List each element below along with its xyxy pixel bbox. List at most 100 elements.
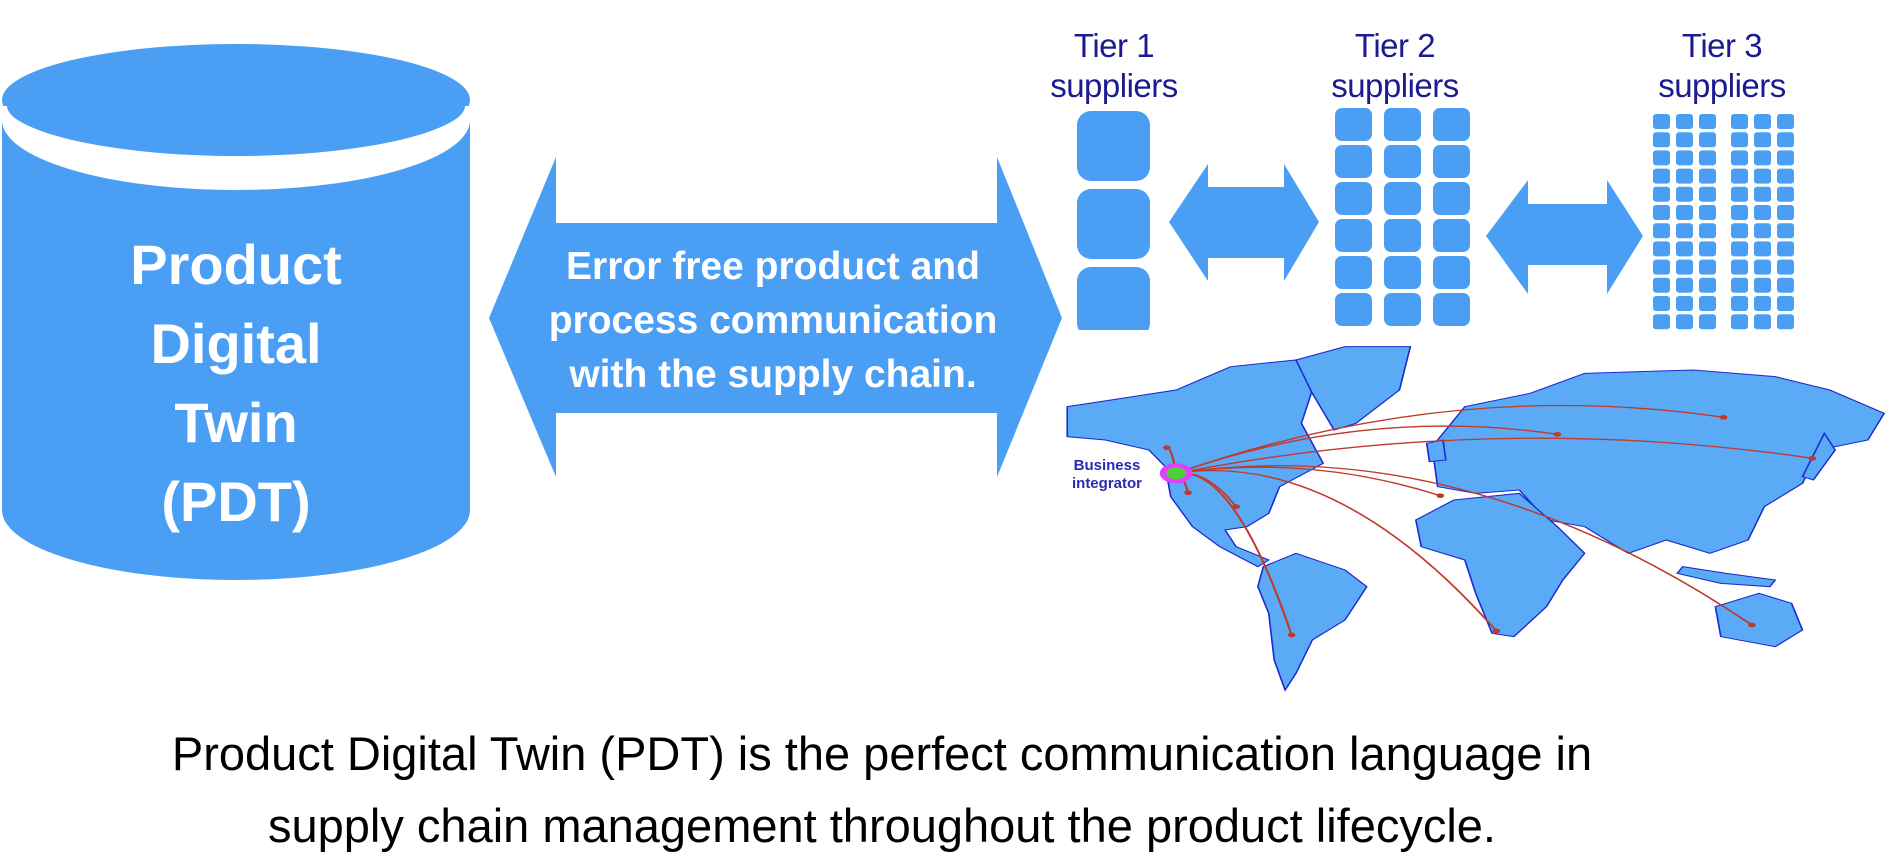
tier-3-supplier-block <box>1699 150 1716 166</box>
integrator-line: Business <box>1073 457 1141 474</box>
australia <box>1714 592 1804 648</box>
pdt-line: Digital <box>150 312 322 375</box>
supply-route <box>1175 465 1753 626</box>
tier-3-supplier-block <box>1777 132 1794 148</box>
tier-2-blocks <box>1335 108 1470 326</box>
uk <box>1425 439 1447 463</box>
tier-3-supplier-block <box>1653 277 1670 293</box>
tier-3-supplier-block <box>1731 168 1748 184</box>
tier-3-supplier-block <box>1731 277 1748 293</box>
tier-2-supplier-block <box>1433 219 1470 252</box>
tier-3-supplier-block <box>1754 296 1771 311</box>
tier-3-supplier-block <box>1777 205 1794 220</box>
tier-subtitle: suppliers <box>1658 67 1786 104</box>
double-arrow-icon <box>489 157 1062 477</box>
tier-2-supplier-block <box>1335 108 1372 141</box>
integrator-line: integrator <box>1071 475 1142 492</box>
tier-3-supplier-block <box>1699 277 1716 293</box>
tier-3-supplier-block <box>1754 205 1771 220</box>
tier-3-supplier-block <box>1699 114 1716 129</box>
tier-3-supplier-block <box>1731 223 1748 239</box>
tier-3-supplier-block <box>1777 241 1794 257</box>
tier-3-supplier-block <box>1653 168 1670 184</box>
tier-2-supplier-block <box>1384 293 1421 326</box>
tier-3-supplier-block <box>1653 223 1670 239</box>
arrow-line: process communication <box>548 299 998 342</box>
tier-3-supplier-block <box>1777 186 1794 202</box>
tier-2-label: Tier 2 suppliers <box>1295 26 1495 106</box>
tier-3-supplier-block <box>1653 314 1670 330</box>
tier-3-supplier-block <box>1676 205 1693 220</box>
pdt-line: Product <box>130 233 342 296</box>
tier-3-supplier-block <box>1754 132 1771 148</box>
tier-1-supplier-block <box>1077 267 1150 330</box>
greenland <box>1294 346 1412 431</box>
tier-3-supplier-block <box>1676 168 1693 184</box>
tier-title: Tier 1 <box>1073 27 1155 64</box>
tier-3-supplier-block <box>1731 114 1748 129</box>
supply-route <box>1175 425 1558 474</box>
indonesia <box>1676 566 1777 588</box>
tier-arrow-1 <box>1169 164 1319 281</box>
tier-3-supplier-block <box>1731 259 1748 275</box>
tier-3-blocks <box>1653 114 1794 330</box>
supply-route <box>1175 437 1813 474</box>
tier-3-supplier-block <box>1754 314 1771 330</box>
tier-3-supplier-block <box>1699 186 1716 202</box>
tier-3-supplier-block <box>1676 223 1693 239</box>
supply-routes <box>1166 404 1813 636</box>
supplier-location-dot <box>1436 493 1445 498</box>
tier-3-supplier-block <box>1731 241 1748 257</box>
arrow-text: Error free product and process communica… <box>540 240 1006 402</box>
supplier-location-dot <box>1232 504 1240 509</box>
tier-3-supplier-block <box>1754 223 1771 239</box>
tier-2-supplier-block <box>1433 145 1470 178</box>
caption-line: supply chain management throughout the p… <box>268 799 1496 852</box>
tier-3-supplier-block <box>1676 259 1693 275</box>
supply-route <box>1175 470 1498 632</box>
tier-2-supplier-block <box>1433 256 1470 289</box>
tier-3-supplier-block <box>1699 314 1716 330</box>
tier-3-supplier-block <box>1754 186 1771 202</box>
tier-title: Tier 3 <box>1681 27 1763 64</box>
arrow-line: with the supply chain. <box>569 353 977 396</box>
tier-3-supplier-block <box>1676 314 1693 330</box>
tier-subtitle: suppliers <box>1050 67 1178 104</box>
tier-3-supplier-block <box>1777 168 1794 184</box>
tier-3-supplier-block <box>1653 205 1670 220</box>
supply-route <box>1175 404 1724 474</box>
supplier-location-dot <box>1287 632 1296 638</box>
supplier-locations <box>1163 415 1817 638</box>
supplier-tiers-graphic <box>1077 108 1794 330</box>
tier-3-supplier-block <box>1754 168 1771 184</box>
tier-2-supplier-block <box>1433 108 1470 141</box>
cylinder-database-icon <box>0 44 475 580</box>
tier-2-supplier-block <box>1384 219 1421 252</box>
supplier-location-dot <box>1748 622 1756 628</box>
tier-1-supplier-block <box>1077 189 1150 259</box>
supplier-location-dot <box>1163 445 1171 450</box>
tier-2-supplier-block <box>1433 293 1470 326</box>
tier-2-supplier-block <box>1384 256 1421 289</box>
tier-3-supplier-block <box>1731 132 1748 148</box>
africa <box>1414 492 1586 638</box>
tier-3-supplier-block <box>1754 277 1771 293</box>
tier-2-supplier-block <box>1335 293 1372 326</box>
tier-3-supplier-block <box>1676 132 1693 148</box>
tier-3-supplier-block <box>1653 132 1670 148</box>
tier-arrow-2 <box>1486 180 1643 294</box>
tier-3-supplier-block <box>1777 259 1794 275</box>
tier-3-supplier-block <box>1699 296 1716 311</box>
tier-3-supplier-block <box>1653 186 1670 202</box>
business-integrator-marker <box>1159 463 1193 484</box>
tier-3-supplier-block <box>1731 296 1748 311</box>
tier-3-supplier-block <box>1754 114 1771 129</box>
tier-subtitle: suppliers <box>1331 67 1459 104</box>
tier-2-supplier-block <box>1335 182 1372 215</box>
tier-3-supplier-block <box>1777 277 1794 293</box>
caption-line: Product Digital Twin (PDT) is the perfec… <box>171 727 1593 780</box>
pdt-title: Product Digital Twin (PDT) <box>0 225 472 541</box>
tier-3-supplier-block <box>1653 241 1670 257</box>
supplier-location-dot <box>1553 432 1562 437</box>
tier-title: Tier 2 <box>1354 27 1436 64</box>
